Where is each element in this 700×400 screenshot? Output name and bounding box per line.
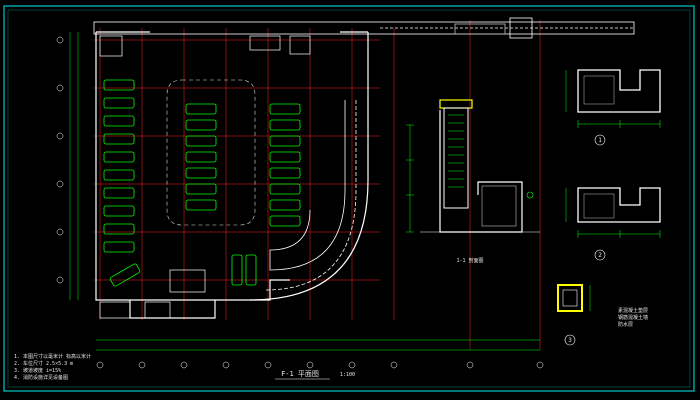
detail-3 bbox=[557, 284, 591, 346]
legend-line: 防水层 bbox=[618, 322, 634, 328]
top-corridor bbox=[93, 17, 635, 39]
detail-3-marker bbox=[564, 334, 576, 346]
detail-2-marker bbox=[594, 249, 606, 261]
general-notes: 1. 本图尺寸以毫米计 标高以米计 2. 车位尺寸 2.5×5.3 m 3. 坡… bbox=[14, 354, 91, 382]
detail-3-label: 3 bbox=[568, 337, 572, 344]
parking-cars bbox=[103, 79, 301, 287]
detail-2-label: 2 bbox=[598, 252, 602, 259]
section-title: 1-1 剖面图 bbox=[456, 257, 483, 264]
note-line: 4. 消防设施详见设备图 bbox=[14, 375, 69, 381]
legend-line: 钢筋混凝土墙 bbox=[618, 315, 649, 321]
section-drawing bbox=[406, 99, 540, 233]
plan-walls bbox=[95, 31, 369, 319]
note-line: 2. 车位尺寸 2.5×5.3 m bbox=[14, 361, 74, 367]
plan-rooms bbox=[99, 35, 311, 319]
axis-grid bbox=[94, 20, 541, 350]
ramp-curve bbox=[264, 100, 357, 291]
drawing-frame bbox=[3, 5, 695, 392]
plan-scale: 1:100 bbox=[340, 372, 355, 378]
car-group-bottom bbox=[109, 254, 257, 287]
car-column-center bbox=[185, 103, 217, 211]
detail-1 bbox=[565, 69, 661, 146]
detail-1-marker bbox=[594, 134, 606, 146]
car-column-left bbox=[103, 79, 135, 253]
axis-bubbles bbox=[56, 36, 544, 369]
note-line: 3. 坡道坡度 i=15% bbox=[14, 368, 62, 374]
note-line: 1. 本图尺寸以毫米计 标高以米计 bbox=[14, 354, 92, 360]
drawing-inner-frame bbox=[7, 9, 691, 388]
dimension-lines bbox=[69, 32, 540, 351]
plan-title: F-1 平面图 bbox=[281, 370, 319, 378]
legend-notes: 素混凝土垫层 钢筋混凝土墙 防水层 bbox=[618, 308, 648, 329]
legend-line: 素混凝土垫层 bbox=[618, 308, 649, 314]
drive-aisle bbox=[166, 79, 256, 226]
detail-2 bbox=[565, 187, 661, 261]
detail-1-label: 1 bbox=[598, 137, 602, 144]
car-column-right bbox=[269, 103, 301, 227]
